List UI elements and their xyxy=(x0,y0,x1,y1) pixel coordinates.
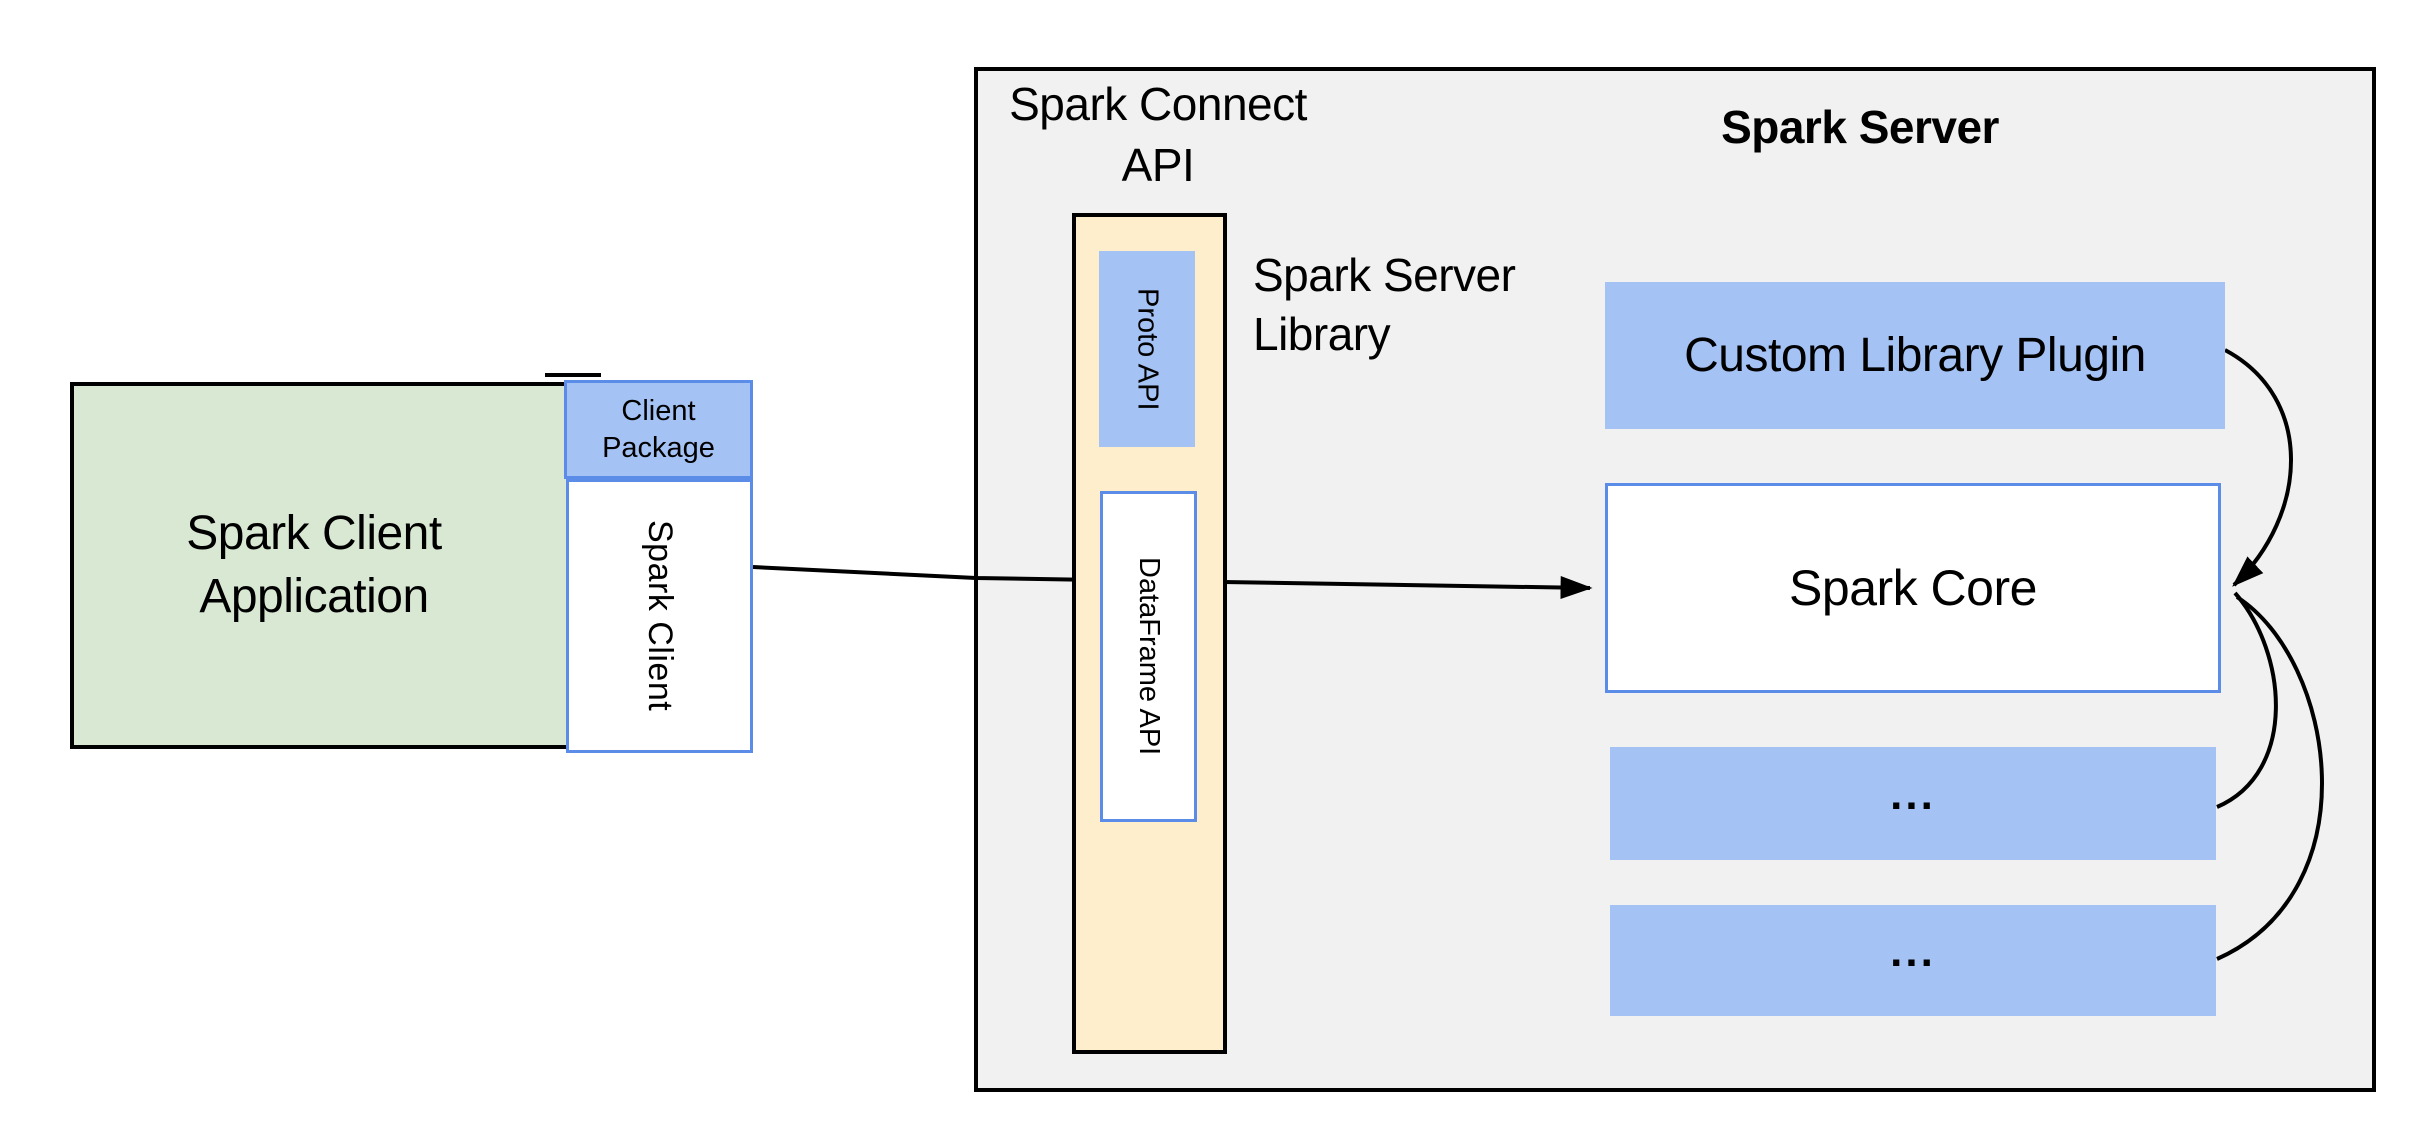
spark-client-box: Spark Client xyxy=(566,479,753,753)
spark-client-label: Spark Client xyxy=(641,520,679,712)
client-package-label: Client Package xyxy=(602,395,715,464)
spark-connect-api-title: Spark Connect API xyxy=(1009,78,1307,191)
plugin-placeholder-box-2: ... xyxy=(1610,905,2216,1016)
spark-core-label: Spark Core xyxy=(1789,560,2037,616)
client-package-box: Client Package xyxy=(564,380,753,479)
proto-api-box: Proto API xyxy=(1099,251,1195,447)
spark-server-library-label: Spark Server Library xyxy=(1253,249,1516,360)
plugin-placeholder-2-label: ... xyxy=(1890,926,1936,976)
dataframe-api-box: DataFrame API xyxy=(1100,491,1197,822)
custom-library-plugin-label: Custom Library Plugin xyxy=(1684,329,2146,382)
proto-api-label: Proto API xyxy=(1131,287,1164,411)
spark-client-application-label: Spark Client Application xyxy=(186,507,442,623)
spark-server-title: Spark Server xyxy=(1721,101,1999,153)
spark-connect-api-column xyxy=(1072,213,1227,1054)
dataframe-api-label: DataFrame API xyxy=(1133,557,1165,756)
spark-client-application-box: Spark Client Application xyxy=(70,382,600,749)
custom-library-plugin-box: Custom Library Plugin xyxy=(1605,282,2225,429)
plugin-placeholder-1-label: ... xyxy=(1890,769,1936,819)
plugin-placeholder-box-1: ... xyxy=(1610,747,2216,860)
spark-core-box: Spark Core xyxy=(1605,483,2221,693)
